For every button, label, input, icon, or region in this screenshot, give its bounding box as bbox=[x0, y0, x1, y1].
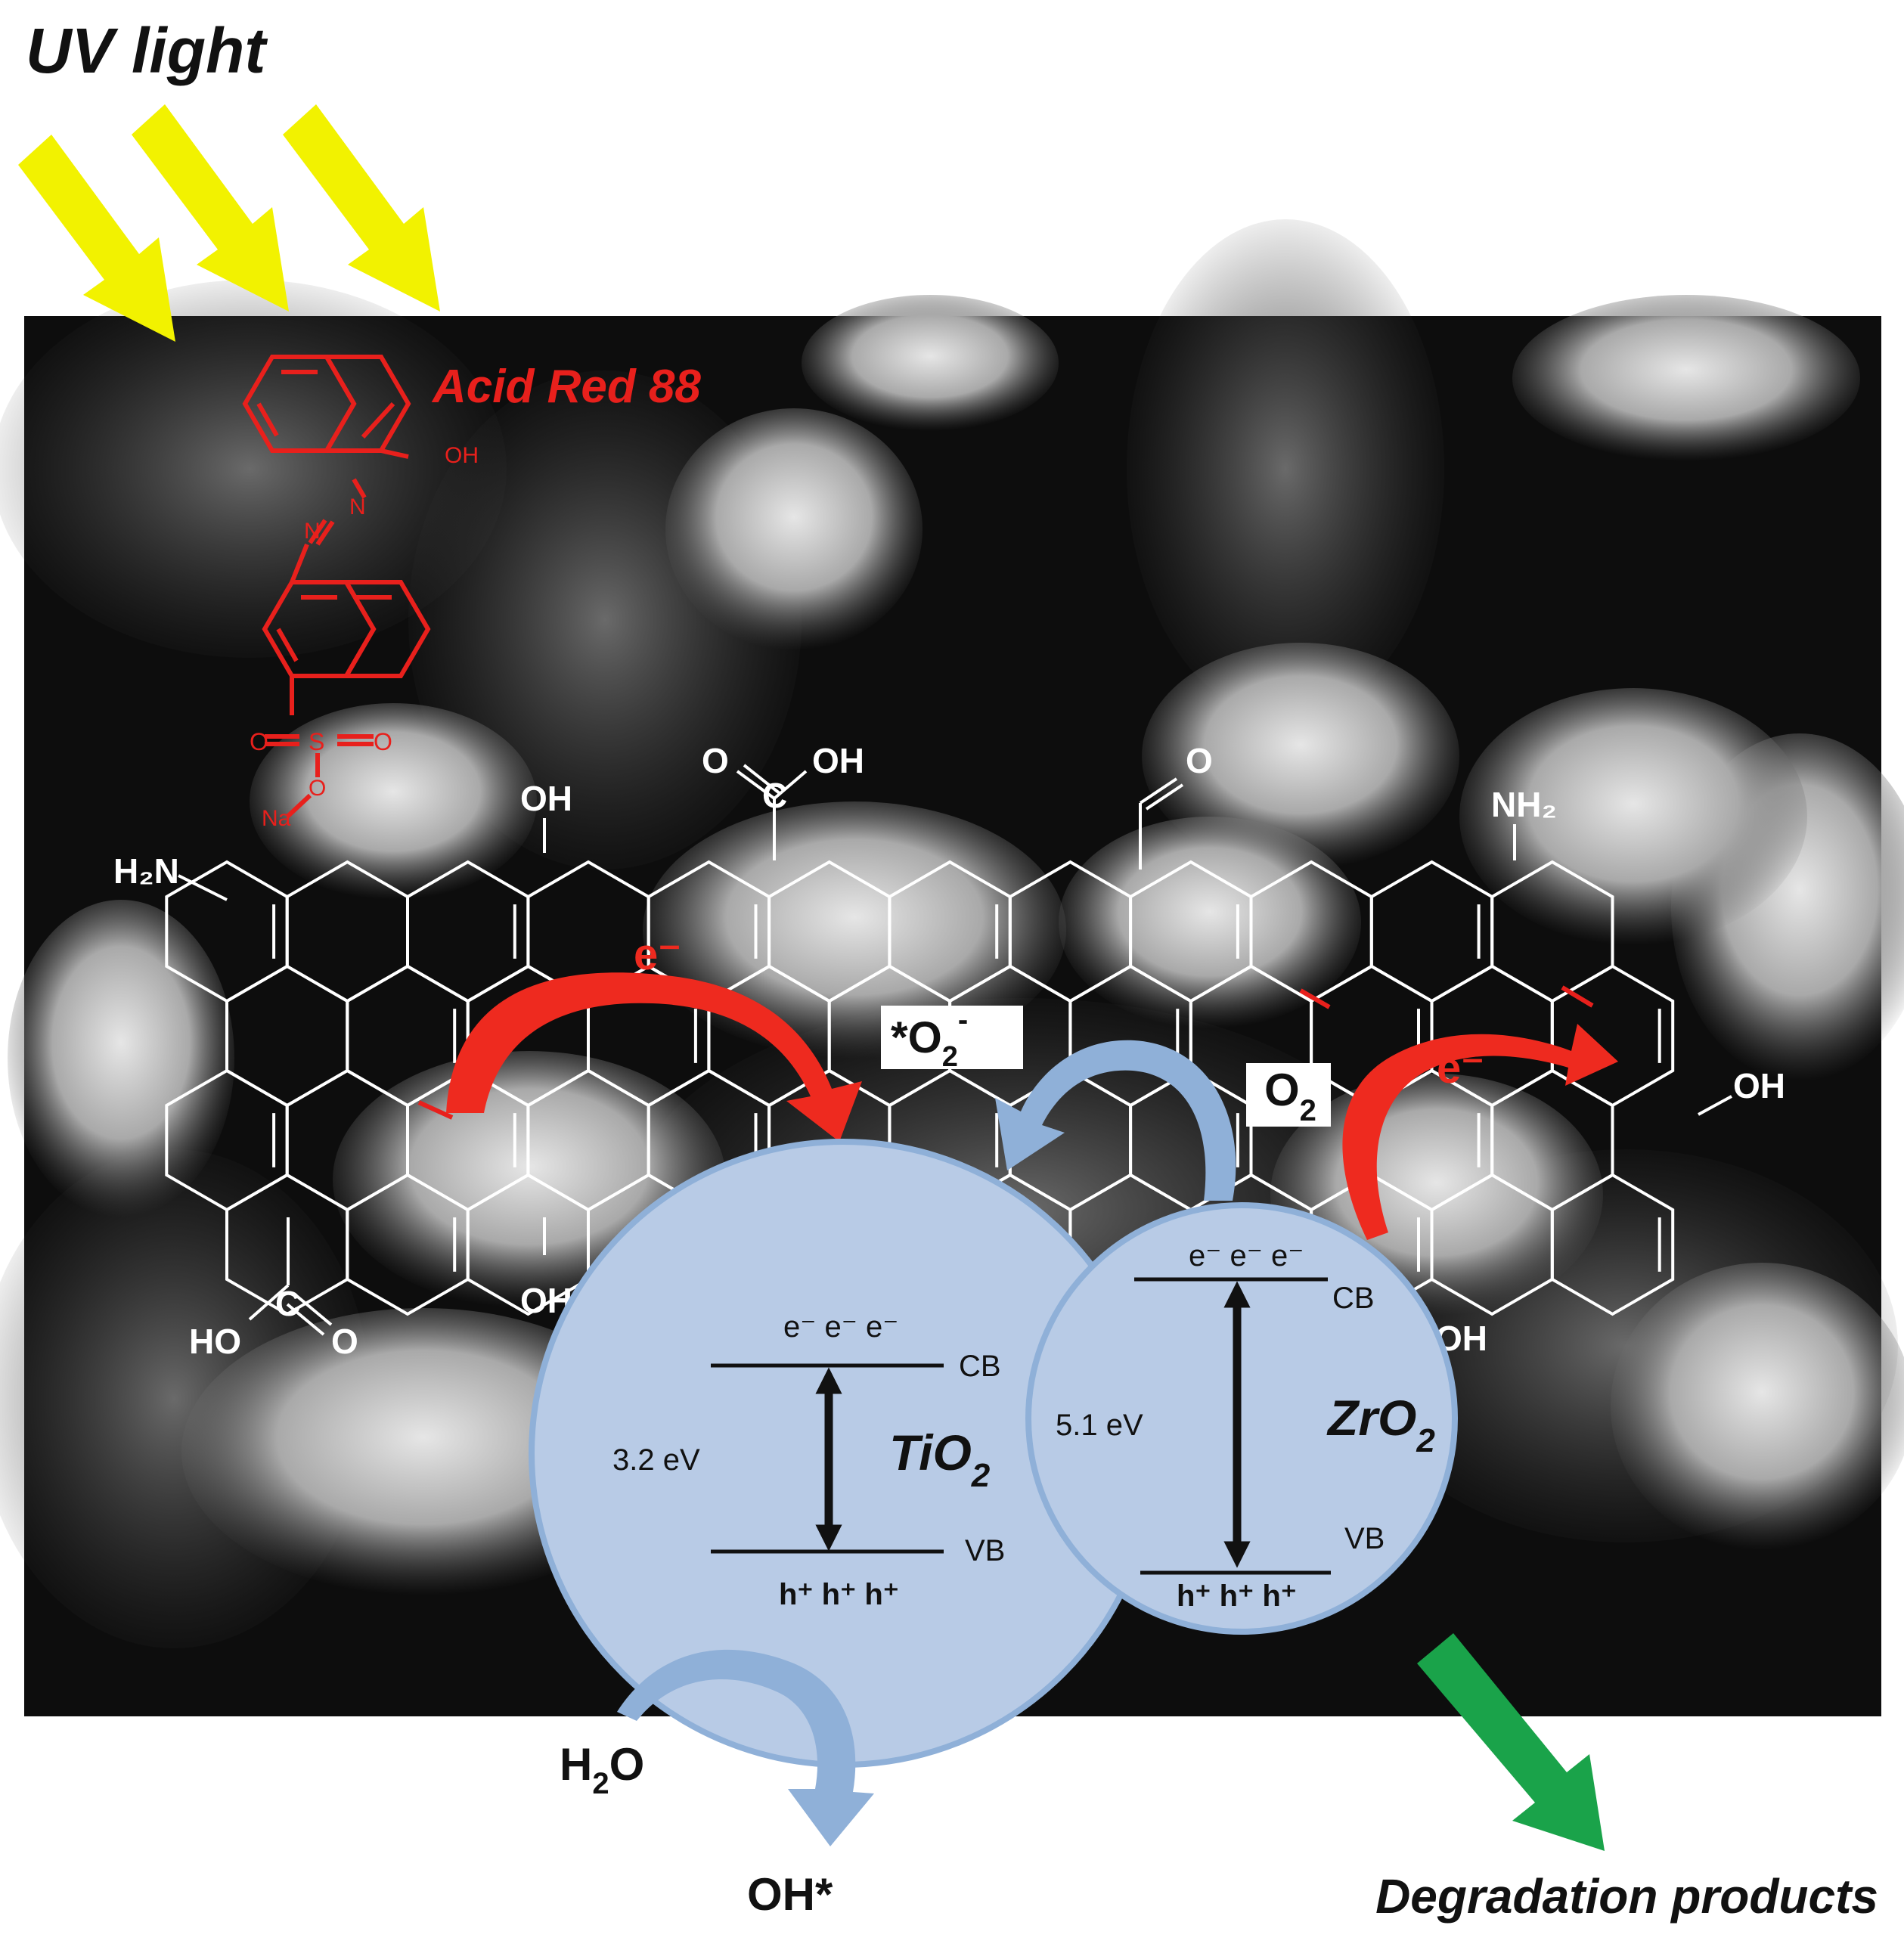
h2o-to-oh-arrow bbox=[617, 1649, 874, 1846]
electron-transfer-arrow-left bbox=[446, 972, 862, 1142]
electron-transfer-arrow-right bbox=[1342, 1024, 1618, 1240]
water-end: O bbox=[609, 1739, 645, 1790]
dye-s-label: S bbox=[309, 728, 324, 755]
dye-oh-label: OH bbox=[445, 443, 479, 468]
tio2-band-gap-label: 3.2 eV bbox=[612, 1443, 700, 1477]
zro2-electrons: e⁻ e⁻ e⁻ bbox=[1189, 1239, 1304, 1273]
carboxyl-top-c-label: C bbox=[762, 776, 787, 815]
hydroxyl-radical-label: OH* bbox=[747, 1869, 833, 1920]
tio2-name-label: TiO bbox=[889, 1425, 972, 1480]
dye-o-left-label: O bbox=[250, 728, 268, 755]
carboxyl-bottom-c-label: C bbox=[275, 1284, 300, 1323]
dye-name-label: Acid Red 88 bbox=[431, 361, 701, 413]
svg-text:ZrO2: ZrO2 bbox=[1326, 1390, 1435, 1459]
uv-arrow-icon bbox=[283, 104, 440, 312]
aldehyde-o-label: O bbox=[1186, 741, 1213, 780]
functional-group-bonds bbox=[178, 764, 1732, 1336]
uv-arrow-icon bbox=[18, 135, 175, 342]
tio2-particle: e⁻ e⁻ e⁻ CB 3.2 eV TiO2 VB h⁺ h⁺ h⁺ bbox=[529, 1139, 1158, 1768]
degradation-arrow-icon bbox=[1417, 1633, 1605, 1851]
o2-to-superoxide-arrow bbox=[995, 1040, 1236, 1201]
dye-o-right-label: O bbox=[374, 728, 392, 755]
h2n-left-label: H₂N bbox=[113, 851, 179, 891]
zro2-name-sub: 2 bbox=[1416, 1422, 1435, 1459]
zro2-vb-label: VB bbox=[1344, 1522, 1385, 1555]
uv-light-label: UV light bbox=[26, 15, 268, 86]
oh-right-label: OH bbox=[1733, 1066, 1785, 1105]
tio2-electrons: e⁻ e⁻ e⁻ bbox=[783, 1310, 898, 1344]
carboxyl-bottom-o-label: O bbox=[331, 1322, 358, 1361]
red-bond-highlights bbox=[417, 985, 1594, 1120]
svg-text:*O2-: *O2- bbox=[891, 1003, 968, 1073]
zro2-cb-label: CB bbox=[1332, 1282, 1375, 1315]
acid-red-88-structure bbox=[242, 355, 431, 819]
electron-right-label: e⁻ bbox=[1437, 1043, 1484, 1093]
water-label: H bbox=[560, 1739, 592, 1790]
dye-n1-label: N bbox=[349, 494, 366, 519]
dye-na-label: Na bbox=[262, 806, 291, 831]
superoxide-label: *O bbox=[891, 1013, 942, 1062]
oh-top-label: OH bbox=[520, 779, 572, 818]
superoxide-sub: 2 bbox=[942, 1041, 958, 1073]
oxygen-label-box: O2 bbox=[1246, 1063, 1331, 1127]
zro2-holes: h⁺ h⁺ h⁺ bbox=[1177, 1580, 1297, 1613]
uv-arrows bbox=[18, 104, 440, 342]
svg-text:H2O: H2O bbox=[560, 1739, 644, 1800]
zro2-name-label: ZrO bbox=[1326, 1390, 1416, 1446]
tio2-cb-label: CB bbox=[959, 1350, 1001, 1383]
tio2-vb-label: VB bbox=[965, 1534, 1005, 1567]
dye-o-bottom-label: O bbox=[309, 776, 326, 801]
electron-left-label: e⁻ bbox=[634, 930, 681, 979]
oxygen-sub: 2 bbox=[1300, 1094, 1316, 1127]
carboxyl-top-oh-label: OH bbox=[812, 741, 864, 780]
nh2-right-label: NH₂ bbox=[1491, 785, 1557, 824]
degradation-products-label: Degradation products bbox=[1375, 1869, 1878, 1924]
zro2-band-gap-label: 5.1 eV bbox=[1056, 1409, 1143, 1442]
graphene-hexagon bbox=[1550, 1173, 1675, 1316]
svg-text:O2: O2 bbox=[1264, 1065, 1316, 1127]
oxygen-label: O bbox=[1264, 1065, 1300, 1115]
carboxyl-bottom-ho-label: HO bbox=[189, 1322, 241, 1361]
uv-arrow-icon bbox=[132, 104, 289, 312]
tio2-holes: h⁺ h⁺ h⁺ bbox=[779, 1578, 899, 1611]
zro2-particle: e⁻ e⁻ e⁻ CB 5.1 eV ZrO2 VB h⁺ h⁺ h⁺ bbox=[1025, 1202, 1458, 1635]
superoxide-label-box: *O2- bbox=[881, 1003, 1023, 1073]
svg-text:TiO2: TiO2 bbox=[889, 1425, 991, 1494]
carboxyl-top-o-label: O bbox=[702, 741, 729, 780]
tio2-name-sub: 2 bbox=[971, 1457, 991, 1494]
acid-red-88-atoms: OH N N O S O O Na bbox=[250, 443, 479, 831]
water-sub: 2 bbox=[592, 1767, 609, 1800]
superoxide-sup: - bbox=[958, 1003, 968, 1037]
dye-n2-label: N bbox=[304, 519, 321, 544]
